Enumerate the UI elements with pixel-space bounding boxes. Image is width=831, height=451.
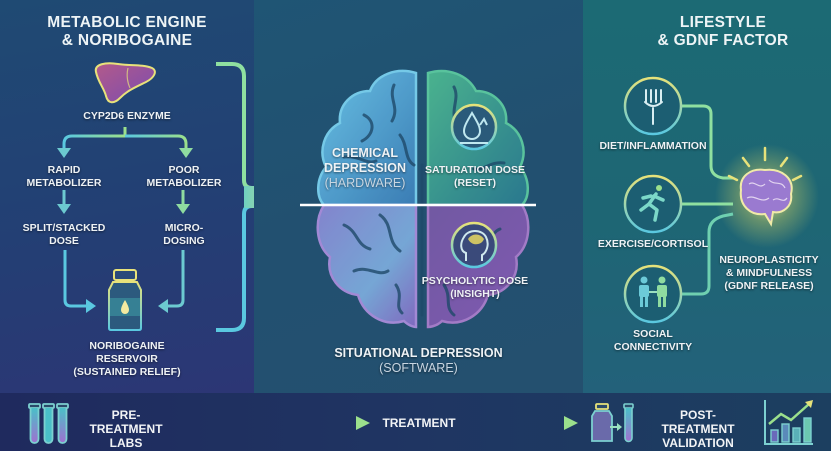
runner-icon [623, 174, 683, 234]
post-treatment-validation-label: POST-TREATMENT VALIDATION [644, 408, 752, 450]
liver-icon [94, 62, 156, 104]
split-line-1: SPLIT/STACKED [22, 222, 106, 234]
chemical-line-2: DEPRESSION [324, 161, 406, 175]
neuro-line-3: (GDNF RELEASE) [724, 280, 814, 292]
post-line-2: VALIDATION [662, 436, 734, 450]
split-stacked-dose-label: SPLIT/STACKED DOSE [18, 222, 110, 248]
enzyme-label: CYP2D6 ENZYME [83, 110, 171, 122]
poor-line-1: POOR [168, 164, 200, 176]
social-connectivity-label: SOCIAL CONNECTIVITY [583, 328, 723, 354]
pre-line-2: LABS [109, 436, 143, 450]
timeline-arrow-1 [188, 416, 370, 430]
diet-inflammation-label: DIET/INFLAMMATION [599, 140, 707, 152]
psycholytic-line-1: PSYCHOLYTIC DOSE [421, 275, 529, 287]
title-line-1: LIFESTYLE [679, 14, 767, 31]
split-line-2: DOSE [49, 235, 79, 247]
vial-icon [108, 269, 142, 331]
test-tubes-icon [28, 403, 69, 444]
rapid-line-2: METABOLIZER [26, 177, 102, 189]
branch-arrows [57, 127, 193, 313]
micro-line-2: DOSING [163, 235, 205, 247]
poor-line-2: METABOLIZER [146, 177, 222, 189]
glowing-brain-icon [727, 146, 803, 227]
psycholytic-dose-label: PSYCHOLYTIC DOSE (INSIGHT) [420, 275, 530, 301]
noribogaine-reservoir-label: NORIBOGAINE RESERVOIR (SUSTAINED RELIEF) [0, 340, 254, 379]
pre-line-1: PRE-TREATMENT [89, 408, 163, 436]
reservoir-line-1: NORIBOGAINE [89, 340, 165, 352]
title-line-2: & GDNF FACTOR [657, 32, 789, 49]
rising-chart-icon [764, 400, 813, 445]
chemical-depression-label: CHEMICAL DEPRESSION (HARDWARE) [310, 146, 420, 191]
situational-line-1: SITUATIONAL DEPRESSION [334, 346, 503, 360]
lifestyle-connectors [623, 76, 819, 324]
microdosing-label: MICRO- DOSING [150, 222, 218, 248]
lifestyle-panel: LIFESTYLE & GDNF FACTOR [583, 0, 831, 393]
poor-metabolizer-label: POOR METABOLIZER [144, 164, 224, 190]
saturation-dose-label: SATURATION DOSE (RESET) [420, 164, 530, 190]
title-line-1: METABOLIC ENGINE [47, 14, 207, 31]
lifestyle-title: LIFESTYLE & GDNF FACTOR [623, 14, 823, 50]
treatment-label: TREATMENT [382, 416, 456, 430]
chemical-line-1: CHEMICAL [332, 146, 398, 160]
reservoir-line-2: RESERVOIR [96, 353, 158, 365]
head-profile-icon [450, 221, 498, 269]
title-line-2: & NORIBOGAINE [61, 32, 193, 49]
neuro-line-1: NEUROPLASTICITY [719, 254, 819, 266]
exercise-cortisol-label: EXERCISE/CORTISOL [597, 238, 709, 250]
saturation-line-2: (RESET) [454, 177, 496, 189]
vial-to-tube-icon [591, 403, 634, 443]
social-line-2: CONNECTIVITY [613, 341, 693, 353]
depression-types-panel: CHEMICAL DEPRESSION (HARDWARE) SATURATIO… [254, 0, 583, 393]
chemical-sub: (HARDWARE) [324, 176, 406, 190]
timeline-arrow-2 [466, 416, 578, 430]
situational-sub: (SOFTWARE) [379, 361, 458, 375]
saturation-line-1: SATURATION DOSE [425, 164, 525, 176]
neuro-line-2: & MINDFULNESS [725, 267, 813, 279]
psycholytic-line-2: (INSIGHT) [450, 288, 500, 300]
social-line-1: SOCIAL [633, 328, 673, 340]
brain-icon [300, 69, 536, 329]
micro-line-1: MICRO- [164, 222, 204, 234]
post-line-1: POST-TREATMENT [661, 408, 735, 436]
rapid-line-1: RAPID [47, 164, 81, 176]
people-icon [623, 264, 683, 324]
reservoir-line-3: (SUSTAINED RELIEF) [73, 366, 181, 378]
rapid-metabolizer-label: RAPID METABOLIZER [24, 164, 104, 190]
situational-depression-label: SITUATIONAL DEPRESSION (SOFTWARE) [254, 346, 583, 376]
metabolic-engine-panel: METABOLIC ENGINE & NORIBOGAINE CYP2D6 EN… [0, 0, 296, 393]
drop-reset-icon [450, 103, 498, 151]
neuroplasticity-label: NEUROPLASTICITY & MINDFULNESS (GDNF RELE… [709, 254, 829, 293]
fork-icon [623, 76, 683, 136]
treatment-timeline-bar: PRE-TREATMENT LABS TREATMENT POST-TREATM… [0, 393, 831, 451]
metabolic-engine-title: METABOLIC ENGINE & NORIBOGAINE [0, 14, 254, 50]
pre-treatment-labs-label: PRE-TREATMENT LABS [76, 408, 176, 450]
